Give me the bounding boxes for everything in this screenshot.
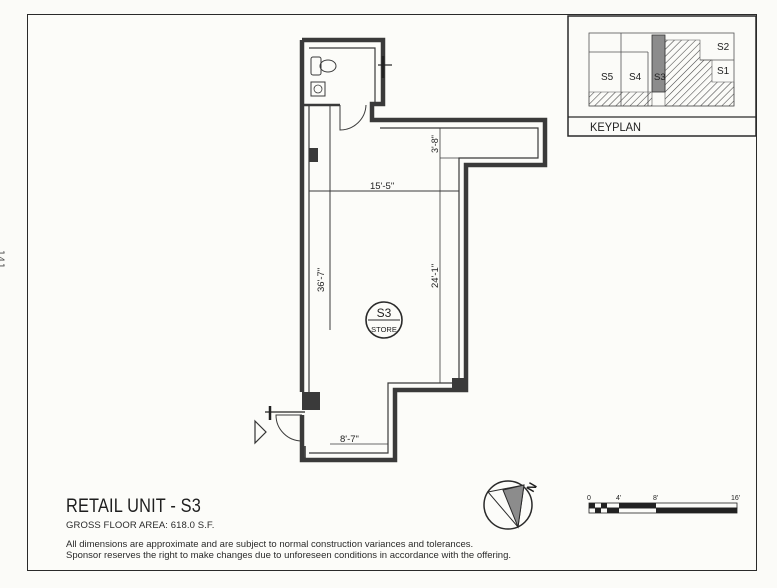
scale-tick-0: 0 xyxy=(587,495,591,502)
keyplan-s3-highlight xyxy=(651,34,666,93)
sink-icon xyxy=(310,81,326,97)
north-letter: N xyxy=(523,480,539,495)
disclaimer-line-1: All dimensions are approximate and are s… xyxy=(66,539,474,550)
entry-arrow-icon xyxy=(254,419,267,445)
keyplan-hatch-bottom xyxy=(588,91,653,107)
disclaimer-line-2: Sponsor reserves the right to make chang… xyxy=(66,550,512,561)
toilet-icon xyxy=(310,56,322,76)
north-arrow: N xyxy=(483,480,540,530)
keyplan: S2 S1 S5 S4 S3 xyxy=(567,15,757,137)
room-label: STORE xyxy=(371,325,397,334)
keyplan-hatch-right xyxy=(664,39,735,107)
dim-notch: 3'-8" xyxy=(430,135,440,153)
column-left xyxy=(309,148,318,162)
outer-wall xyxy=(299,37,548,463)
scale-bar: 0 4' 8' 16' xyxy=(587,495,740,514)
dim-width-main: 15'-5" xyxy=(370,181,394,192)
unit-walls xyxy=(299,37,548,463)
unit-tag: S3 STORE xyxy=(365,301,403,339)
north-arrow-circle xyxy=(483,480,533,530)
north-arrow-icon xyxy=(502,484,525,529)
keyplan-unit-s4: S4 xyxy=(629,72,642,83)
dimensions: 15'-5" 36'-7" 24'-1" 3'-8" 8'-7" xyxy=(316,135,441,445)
keyplan-unit-s3: S3 xyxy=(654,72,666,83)
unit-tag-code: S3 xyxy=(377,306,392,320)
gross-floor-area: GROSS FLOOR AREA: 618.0 S.F. xyxy=(66,520,215,531)
disclaimer: All dimensions are approximate and are s… xyxy=(66,539,511,561)
dim-depth-left: 36'-7" xyxy=(316,268,327,292)
scale-tick-4: 4' xyxy=(616,495,621,502)
keyplan-label: KEYPLAN xyxy=(590,120,641,134)
scale-tick-16: 16' xyxy=(731,495,740,502)
page-title: RETAIL UNIT - S3 xyxy=(66,496,202,517)
entry-door xyxy=(275,414,303,442)
keyplan-unit-s5: S5 xyxy=(601,72,614,83)
keyplan-unit-s1: S1 xyxy=(717,66,730,77)
keyplan-outline xyxy=(588,32,735,107)
scale-tick-8: 8' xyxy=(653,495,658,502)
inner-wall xyxy=(309,127,539,454)
column-right xyxy=(452,378,466,390)
toilet-fixtures xyxy=(310,56,337,97)
keyplan-unit-s2: S2 xyxy=(717,42,730,53)
column-entry xyxy=(302,392,320,410)
dim-bottom-width: 8'-7" xyxy=(340,434,359,445)
doors xyxy=(254,56,392,458)
dim-depth-right: 24'-1" xyxy=(430,264,441,288)
toilet-door xyxy=(339,104,367,131)
